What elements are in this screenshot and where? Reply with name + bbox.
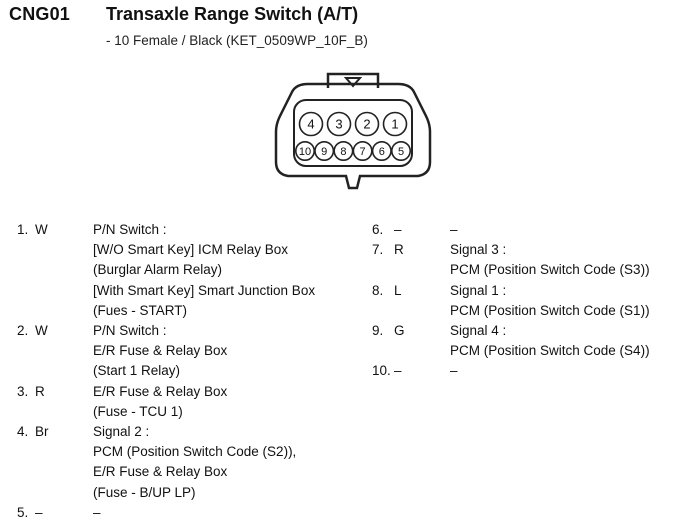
svg-text:8: 8 <box>340 146 346 158</box>
svg-text:3: 3 <box>335 117 342 132</box>
connector-pin-6: 6 <box>371 141 392 162</box>
pin-description-line: Signal 2 : <box>93 424 150 439</box>
connector-pin-8: 8 <box>333 141 354 162</box>
pin-number: 7. <box>372 242 384 258</box>
pin-wire-color: L <box>394 282 402 298</box>
pin-number: 2. <box>17 323 29 338</box>
pin-description-line: Signal 1 : <box>450 282 507 298</box>
pin-description: P/N Switch : [W/O Smart Key] ICM Relay Bo… <box>93 220 315 321</box>
pin-description: Signal 1 : PCM (Position Switch Code (S1)… <box>450 281 650 321</box>
connector-code: CNG01 <box>9 4 71 24</box>
connector-pin-5: 5 <box>391 141 412 162</box>
pin-description-line: PCM (Position Switch Code (S2)), <box>93 444 297 460</box>
pin-description-line: Signal 3 : <box>450 242 507 258</box>
pin-description: Signal 3 : PCM (Position Switch Code (S3)… <box>450 240 650 280</box>
pin-description: E/R Fuse & Relay Box (Fuse - TCU 1) <box>93 382 227 422</box>
svg-text:5: 5 <box>398 146 404 158</box>
pin-wire-color: R <box>35 383 45 399</box>
pin-description-line: – <box>93 504 101 520</box>
pin-description-line: – <box>450 222 458 237</box>
connector-title: Transaxle Range Switch (A/T) <box>106 4 359 24</box>
pin-description: P/N Switch : E/R Fuse & Relay Box (Start 1… <box>93 321 227 382</box>
pin-number: 8. <box>372 282 384 298</box>
svg-text:10: 10 <box>299 146 311 158</box>
connector-pin-7: 7 <box>352 141 373 162</box>
pin-description-line: (Start 1 Relay) <box>93 363 181 379</box>
svg-text:2: 2 <box>363 117 370 132</box>
pin-wire-color: G <box>394 323 405 338</box>
pin-description-line: (Fues - START) <box>93 302 188 318</box>
pin-wire-color: – <box>394 363 402 379</box>
connector-pin-1: 1 <box>382 111 408 137</box>
connector-cavity <box>293 99 413 167</box>
svg-text:4: 4 <box>307 117 314 132</box>
connector-diagram: 4 3 2 1 10 9 8 7 6 5 <box>274 72 432 190</box>
pin-description-line: E/R Fuse & Relay Box <box>93 343 228 359</box>
svg-text:7: 7 <box>360 146 366 158</box>
connector-latch <box>326 72 380 88</box>
connector-pin-2: 2 <box>354 111 380 137</box>
pin-description-line: (Fuse - B/UP LP) <box>93 484 196 500</box>
pin-wire-color: W <box>35 222 48 237</box>
pin-number: 5. <box>17 504 29 520</box>
pin-description-line: (Fuse - TCU 1) <box>93 403 183 419</box>
pin-wire-color: – <box>35 504 43 520</box>
pin-description-line: E/R Fuse & Relay Box <box>93 383 228 399</box>
latch-arrow-icon <box>343 77 363 88</box>
pin-number: 4. <box>17 424 29 439</box>
pin-wire-color: W <box>35 323 48 338</box>
pin-description-line: Signal 4 : <box>450 323 507 338</box>
pin-wire-color: – <box>394 222 402 237</box>
pin-description-line: PCM (Position Switch Code (S1)) <box>450 302 650 318</box>
pin-description-line: – <box>450 363 458 379</box>
pin-description: – <box>450 220 458 240</box>
pin-description: – <box>93 503 101 523</box>
connector-housing <box>274 82 432 190</box>
pin-wire-color: R <box>394 242 404 258</box>
svg-text:6: 6 <box>379 146 385 158</box>
connector-pin-4: 4 <box>298 111 324 137</box>
pin-description-line: (Burglar Alarm Relay) <box>93 262 223 278</box>
pin-description-line: [With Smart Key] Smart Junction Box <box>93 282 316 298</box>
pin-number: 6. <box>372 222 384 237</box>
pin-number: 9. <box>372 323 384 338</box>
pin-description-line: E/R Fuse & Relay Box <box>93 464 228 480</box>
pin-description: Signal 4 : PCM (Position Switch Code (S4)… <box>450 321 650 361</box>
connector-pin-3: 3 <box>326 111 352 137</box>
pin-description-line: PCM (Position Switch Code (S4)) <box>450 343 650 359</box>
pin-number: 3. <box>17 383 29 399</box>
connector-pin-10: 10 <box>294 141 315 162</box>
svg-text:1: 1 <box>391 117 398 132</box>
svg-text:9: 9 <box>321 146 327 158</box>
pin-description: Signal 2 : PCM (Position Switch Code (S2)… <box>93 422 296 503</box>
pin-description-line: P/N Switch : <box>93 222 167 237</box>
pin-wire-color: Br <box>35 424 49 439</box>
connector-subtitle: - 10 Female / Black (KET_0509WP_10F_B) <box>106 33 368 48</box>
pin-description: – <box>450 361 458 381</box>
pin-description-line: [W/O Smart Key] ICM Relay Box <box>93 242 289 258</box>
pin-number: 1. <box>17 222 29 237</box>
pin-description-line: P/N Switch : <box>93 323 167 338</box>
connector-pin-9: 9 <box>314 141 335 162</box>
pin-description-line: PCM (Position Switch Code (S3)) <box>450 262 650 278</box>
pin-number: 10. <box>372 363 391 379</box>
